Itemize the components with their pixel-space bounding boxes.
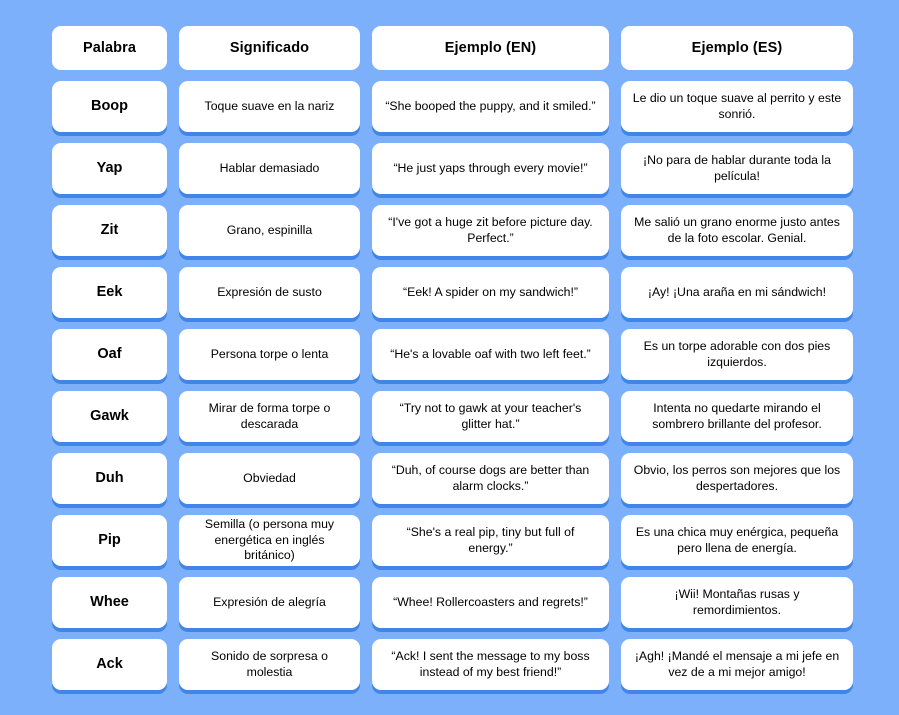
cell-ejemplo-es: ¡Agh! ¡Mandé el mensaje a mi jefe en vez… (621, 639, 853, 690)
cell-ejemplo-es: ¡Wii! Montañas rusas y remordimientos. (621, 577, 853, 628)
cell-palabra: Pip (52, 515, 167, 566)
cell-ejemplo-es: Es una chica muy enérgica, pequeña pero … (621, 515, 853, 566)
cell-palabra: Whee (52, 577, 167, 628)
cell-palabra: Ack (52, 639, 167, 690)
cell-ejemplo-es: Me salió un grano enorme justo antes de … (621, 205, 853, 256)
cell-ejemplo-en: “Try not to gawk at your teacher's glitt… (372, 391, 609, 442)
cell-palabra: Oaf (52, 329, 167, 380)
cell-ejemplo-es: Intenta no quedarte mirando el sombrero … (621, 391, 853, 442)
cell-significado: Grano, espinilla (179, 205, 360, 256)
cell-ejemplo-en: “I've got a huge zit before picture day.… (372, 205, 609, 256)
cell-ejemplo-en: “She's a real pip, tiny but full of ener… (372, 515, 609, 566)
cell-ejemplo-en: “Eek! A spider on my sandwich!” (372, 267, 609, 318)
cell-ejemplo-en: “Ack! I sent the message to my boss inst… (372, 639, 609, 690)
cell-significado: Toque suave en la nariz (179, 81, 360, 132)
column-header-palabra: Palabra (52, 26, 167, 70)
table-header-row: Palabra Significado Ejemplo (EN) Ejemplo… (52, 26, 853, 70)
column-header-significado: Significado (179, 26, 360, 70)
cell-palabra: Eek (52, 267, 167, 318)
cell-ejemplo-en: “She booped the puppy, and it smiled.” (372, 81, 609, 132)
cell-significado: Hablar demasiado (179, 143, 360, 194)
cell-significado: Sonido de sorpresa o molestia (179, 639, 360, 690)
cell-ejemplo-es: ¡Ay! ¡Una araña en mi sándwich! (621, 267, 853, 318)
cell-significado: Expresión de susto (179, 267, 360, 318)
cell-palabra: Gawk (52, 391, 167, 442)
cell-palabra: Zit (52, 205, 167, 256)
cell-significado: Mirar de forma torpe o descarada (179, 391, 360, 442)
cell-ejemplo-es: Obvio, los perros son mejores que los de… (621, 453, 853, 504)
column-header-ejemplo-en: Ejemplo (EN) (372, 26, 609, 70)
cell-significado: Obviedad (179, 453, 360, 504)
cell-significado: Semilla (o persona muy energética en ing… (179, 515, 360, 566)
cell-ejemplo-en: “He's a lovable oaf with two left feet.” (372, 329, 609, 380)
column-header-ejemplo-es: Ejemplo (ES) (621, 26, 853, 70)
cell-significado: Expresión de alegría (179, 577, 360, 628)
cell-palabra: Yap (52, 143, 167, 194)
cell-ejemplo-es: Es un torpe adorable con dos pies izquie… (621, 329, 853, 380)
cell-significado: Persona torpe o lenta (179, 329, 360, 380)
cell-ejemplo-en: “Duh, of course dogs are better than ala… (372, 453, 609, 504)
cell-ejemplo-en: “Whee! Rollercoasters and regrets!” (372, 577, 609, 628)
cell-ejemplo-es: Le dio un toque suave al perrito y este … (621, 81, 853, 132)
cell-ejemplo-es: ¡No para de hablar durante toda la pelíc… (621, 143, 853, 194)
cell-palabra: Boop (52, 81, 167, 132)
cell-palabra: Duh (52, 453, 167, 504)
cell-ejemplo-en: “He just yaps through every movie!” (372, 143, 609, 194)
